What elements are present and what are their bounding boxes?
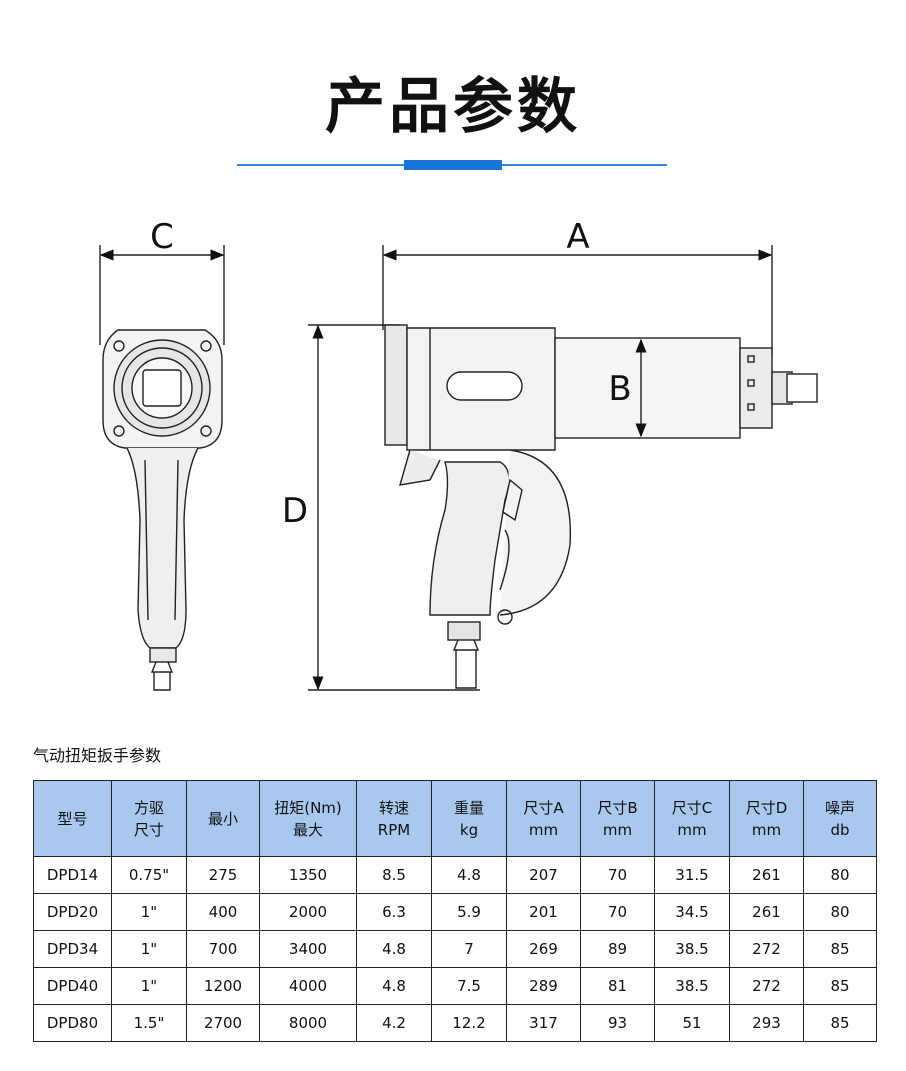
page-header: 产品参数 xyxy=(0,0,906,190)
table-cell: DPD20 xyxy=(33,893,112,931)
table-cell: 31.5 xyxy=(654,856,730,894)
table-cell: 0.75" xyxy=(111,856,187,894)
header-cell: 扭矩(Nm)最大 xyxy=(259,780,357,857)
table-cell: 70 xyxy=(580,893,655,931)
table-cell: 80 xyxy=(803,893,877,931)
table-cell: 12.2 xyxy=(431,1004,507,1042)
table-cell: 89 xyxy=(580,930,655,968)
table-cell: 5.9 xyxy=(431,893,507,931)
table-cell: 51 xyxy=(654,1004,730,1042)
dim-label-b: B xyxy=(608,369,631,409)
table-cell: 269 xyxy=(506,930,581,968)
table-cell: 4.8 xyxy=(356,967,432,1005)
header-cell: 方驱尺寸 xyxy=(111,780,187,857)
table-cell: 275 xyxy=(186,856,260,894)
table-cell: 272 xyxy=(729,930,804,968)
table-cell: 2700 xyxy=(186,1004,260,1042)
table-cell: DPD34 xyxy=(33,930,112,968)
dim-label-a: A xyxy=(566,217,589,257)
table-cell: 272 xyxy=(729,967,804,1005)
table-cell: 3400 xyxy=(259,930,357,968)
table-row: DPD40 1" 1200 4000 4.8 7.5 289 81 38.5 2… xyxy=(33,967,877,1005)
table-row: DPD14 0.75" 275 1350 8.5 4.8 207 70 31.5… xyxy=(33,856,877,894)
table-cell: DPD40 xyxy=(33,967,112,1005)
table-cell: 261 xyxy=(729,856,804,894)
table-cell: 7 xyxy=(431,930,507,968)
table-cell: 85 xyxy=(803,930,877,968)
table-cell: 400 xyxy=(186,893,260,931)
table-cell: 1" xyxy=(111,930,187,968)
table-caption: 气动扭矩扳手参数 xyxy=(33,746,162,765)
table-cell: 1.5" xyxy=(111,1004,187,1042)
header-cell: 最小 xyxy=(186,780,260,857)
table-cell: 289 xyxy=(506,967,581,1005)
title-accent-bar xyxy=(404,160,502,170)
dim-label-d: D xyxy=(282,491,308,531)
table-cell: DPD80 xyxy=(33,1004,112,1042)
table-cell: 70 xyxy=(580,856,655,894)
side-view-drawing xyxy=(308,245,818,691)
table-cell: 7.5 xyxy=(431,967,507,1005)
table-cell: 1" xyxy=(111,967,187,1005)
table-cell: 317 xyxy=(506,1004,581,1042)
table-cell: 700 xyxy=(186,930,260,968)
table-cell: 293 xyxy=(729,1004,804,1042)
table-cell: 8.5 xyxy=(356,856,432,894)
table-row: DPD80 1.5" 2700 8000 4.2 12.2 317 93 51 … xyxy=(33,1004,877,1042)
table-row: DPD20 1" 400 2000 6.3 5.9 201 70 34.5 26… xyxy=(33,893,877,931)
table-cell: 8000 xyxy=(259,1004,357,1042)
table-cell: 85 xyxy=(803,967,877,1005)
table-cell: 201 xyxy=(506,893,581,931)
table-cell: 207 xyxy=(506,856,581,894)
table-cell: 34.5 xyxy=(654,893,730,931)
table-cell: 80 xyxy=(803,856,877,894)
header-cell: 型号 xyxy=(33,780,112,857)
table-row: DPD34 1" 700 3400 4.8 7 269 89 38.5 272 … xyxy=(33,930,877,968)
table-cell: 85 xyxy=(803,1004,877,1042)
table-cell: 261 xyxy=(729,893,804,931)
table-cell: 81 xyxy=(580,967,655,1005)
table-cell: 1200 xyxy=(186,967,260,1005)
table-cell: 1350 xyxy=(259,856,357,894)
page-title: 产品参数 xyxy=(325,72,581,142)
table-cell: 4.2 xyxy=(356,1004,432,1042)
front-view-drawing xyxy=(99,245,225,691)
table-cell: 2000 xyxy=(259,893,357,931)
table-cell: 4.8 xyxy=(431,856,507,894)
table-cell: 93 xyxy=(580,1004,655,1042)
table-cell: DPD14 xyxy=(33,856,112,894)
wrench-dimension-diagram: C A B D xyxy=(99,217,818,691)
table-cell: 4.8 xyxy=(356,930,432,968)
table-cell: 4000 xyxy=(259,967,357,1005)
table-cell: 38.5 xyxy=(654,967,730,1005)
table-cell: 38.5 xyxy=(654,930,730,968)
table-cell: 1" xyxy=(111,893,187,931)
table-cell: 6.3 xyxy=(356,893,432,931)
dim-label-c: C xyxy=(150,217,174,257)
